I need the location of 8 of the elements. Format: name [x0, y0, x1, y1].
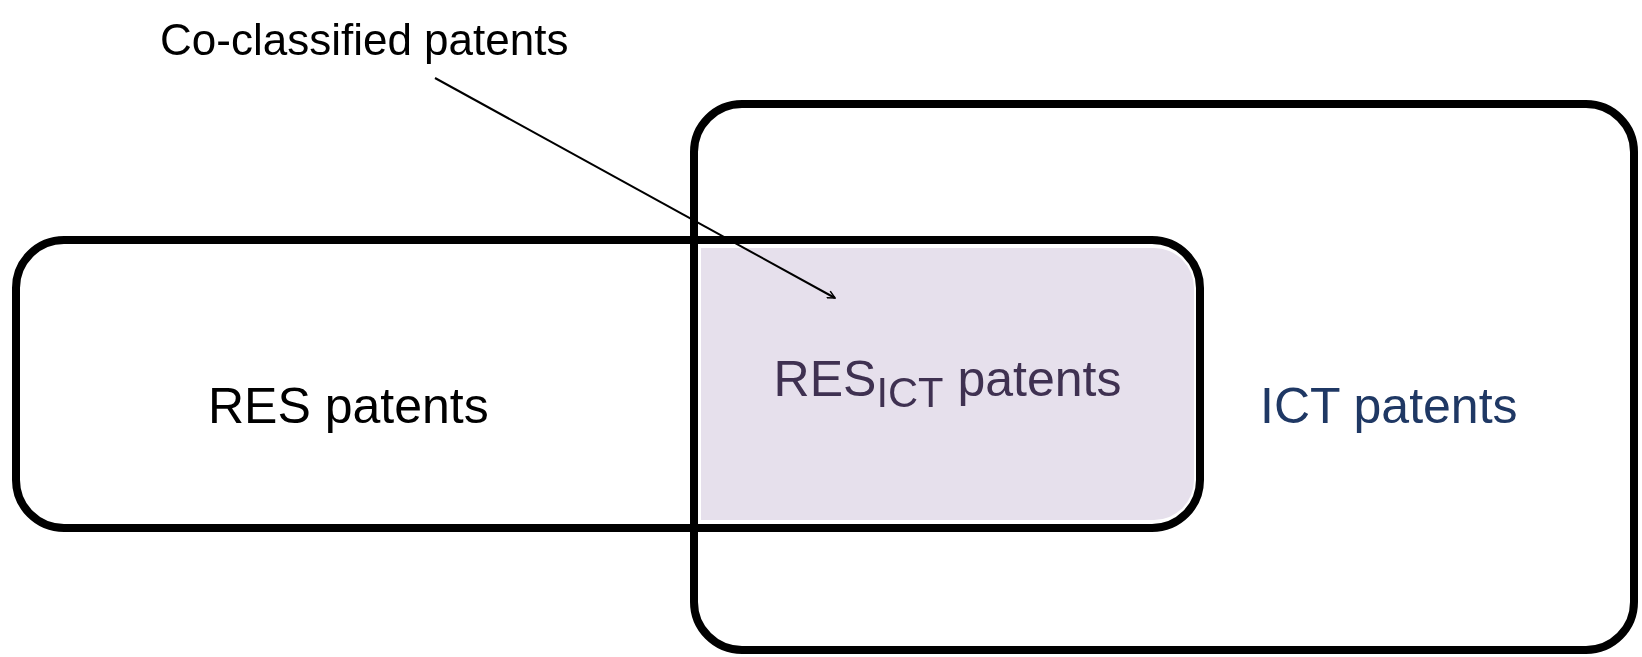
set-label: ICT patents — [1260, 381, 1518, 431]
overlap-label: RES$_{ICT}$ patents — [773, 354, 1122, 414]
overlap-region — [701, 248, 1194, 520]
rounded-set-box — [12, 236, 1204, 532]
set-label: RES patents — [208, 381, 489, 431]
rounded-set-box — [690, 100, 1638, 654]
callout-text: Co-classified patents — [160, 18, 569, 62]
leader-arrow — [434, 77, 836, 299]
